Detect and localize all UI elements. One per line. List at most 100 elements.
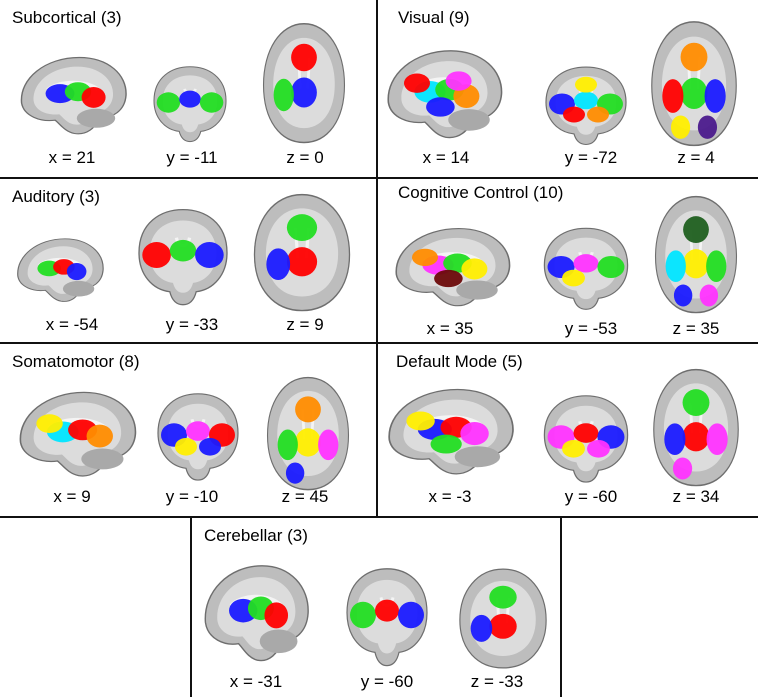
roi-blob-yellow: [670, 115, 691, 139]
roi-blob-yellow: [683, 249, 709, 279]
roi-blob-blue: [66, 262, 87, 281]
slice-coordinate: z = 0: [286, 148, 324, 167]
roi-blob-red: [662, 79, 684, 113]
roi-blob-blue: [291, 77, 317, 108]
roi-blob-red: [264, 602, 289, 629]
roi-blob-red: [286, 247, 318, 277]
roi-blob-blue: [704, 79, 726, 113]
panel-title: Visual (9): [398, 8, 470, 27]
roi-blob-green: [706, 250, 727, 283]
roi-blob-orange: [86, 424, 113, 448]
slice-coordinate: x = 9: [53, 487, 91, 506]
roi-blob-red: [682, 422, 710, 452]
roi-blob-yellow: [406, 411, 435, 431]
panel-title: Somatomotor (8): [12, 352, 140, 371]
roi-blob-orange: [680, 42, 708, 72]
brain-coronal-view: [543, 395, 629, 483]
slice-coordinate: x = -54: [45, 315, 99, 334]
roi-blob-blue: [664, 423, 686, 456]
roi-blob-magenta: [186, 421, 210, 441]
roi-blob-blue: [398, 601, 424, 629]
brain-coronal-view: [138, 208, 228, 306]
roi-blob-green: [277, 429, 298, 461]
roi-blob-green: [680, 77, 708, 109]
roi-blob-blue: [199, 437, 221, 456]
roi-blob-green: [489, 585, 517, 609]
slice-coordinate: x = -3: [428, 487, 472, 506]
slice-coordinate: z = 45: [281, 487, 329, 506]
roi-blob-magenta: [587, 439, 610, 458]
brain-coronal-view: [543, 227, 629, 310]
brain-coronal-view: [157, 393, 239, 481]
divider-horizontal-2: [0, 342, 758, 344]
slice-coordinate: y = -33: [165, 315, 219, 334]
roi-blob-green: [430, 434, 462, 454]
brain-axial-view: [262, 22, 346, 144]
roi-blob-yellow: [575, 76, 597, 93]
divider-horizontal-1: [0, 177, 758, 179]
roi-blob-magenta: [672, 457, 693, 480]
brain-axial-view: [654, 195, 738, 314]
divider-vertical-top: [376, 0, 378, 517]
brain-sagittal-view: [395, 228, 511, 307]
roi-blob-red: [404, 73, 430, 93]
slice-coordinate: z = -33: [470, 672, 524, 691]
brain-axial-view: [459, 568, 547, 669]
roi-blob-magenta: [460, 422, 489, 446]
roi-blob-green: [682, 389, 710, 417]
roi-blob-red: [573, 423, 599, 443]
brain-axial-view: [266, 376, 350, 491]
slice-coordinate: x = 35: [426, 319, 474, 338]
slice-coordinate: y = -60: [564, 487, 618, 506]
roi-blob-blue: [195, 242, 224, 268]
slice-coordinate: y = -60: [360, 672, 414, 691]
cerebellum: [62, 280, 95, 297]
roi-blob-yellow: [562, 439, 585, 458]
brain-coronal-view: [153, 66, 227, 143]
roi-blob-yellow: [562, 269, 585, 287]
roi-blob-red: [563, 106, 585, 123]
slice-coordinate: x = -31: [229, 672, 283, 691]
roi-blob-red: [81, 86, 106, 108]
roi-blob-yellow: [295, 428, 321, 457]
slice-coordinate: y = -72: [564, 148, 618, 167]
slice-coordinate: x = 21: [48, 148, 96, 167]
roi-blob-magenta: [318, 429, 339, 461]
panel-title: Default Mode (5): [396, 352, 523, 371]
roi-blob-purple: [697, 115, 718, 139]
brain-axial-view: [651, 21, 737, 147]
roi-blob-green: [199, 92, 224, 113]
roi-blob-red: [489, 613, 517, 639]
brain-coronal-view: [545, 66, 627, 146]
roi-blob-blue: [470, 614, 493, 642]
roi-blob-blue: [426, 97, 455, 117]
roi-blob-green: [597, 255, 625, 279]
brain-sagittal-view: [19, 391, 137, 477]
cerebellum: [259, 629, 298, 654]
roi-blob-blue: [179, 90, 201, 108]
brain-coronal-view: [346, 568, 428, 667]
roi-blob-yellow: [461, 258, 488, 280]
roi-blob-yellow: [175, 437, 197, 456]
divider-horizontal-3: [0, 516, 758, 518]
panel-title: Subcortical (3): [12, 8, 122, 27]
slice-coordinate: y = -53: [564, 319, 618, 338]
brain-sagittal-view: [20, 56, 127, 135]
cerebellum: [456, 280, 498, 300]
roi-blob-orange: [295, 396, 321, 423]
roi-blob-orange: [412, 248, 438, 267]
roi-blob-green: [169, 239, 197, 262]
cerebellum: [76, 108, 116, 128]
brain-sagittal-view: [204, 565, 309, 662]
roi-blob-magenta: [706, 423, 728, 456]
slice-coordinate: z = 4: [677, 148, 715, 167]
brain-axial-view: [653, 368, 739, 487]
roi-blob-yellow: [36, 414, 63, 433]
slice-coordinate: z = 9: [286, 315, 324, 334]
divider-vertical-bottom-right: [560, 516, 562, 697]
roi-blob-cyan: [574, 91, 598, 110]
roi-blob-cyan: [665, 250, 686, 283]
slice-coordinate: z = 35: [672, 319, 720, 338]
slice-coordinate: x = 14: [422, 148, 470, 167]
roi-blob-darkred: [434, 269, 463, 288]
